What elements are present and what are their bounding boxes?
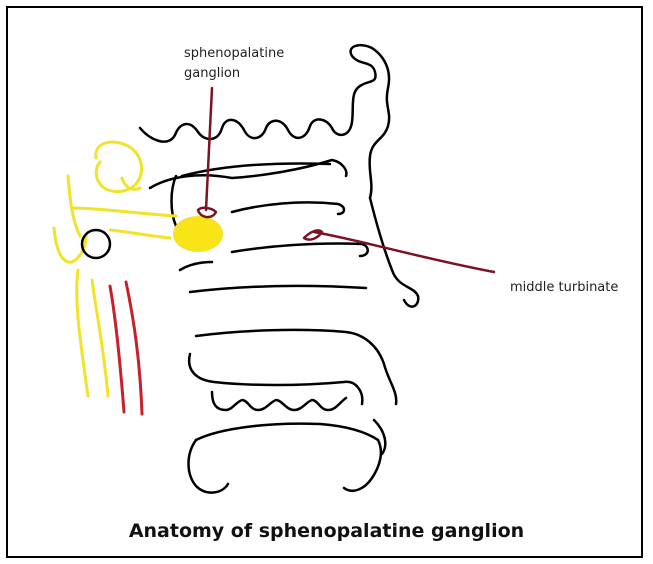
ganglion-label-line2: ganglion: [184, 64, 284, 84]
artery-1: [110, 286, 124, 412]
posterior-wall: [172, 176, 177, 226]
nerve-loop: [96, 142, 142, 192]
chin: [189, 440, 229, 493]
figure-caption: Anatomy of sphenopalatine ganglion: [0, 520, 653, 542]
superior-turbinate: [232, 202, 344, 214]
upper-lip: [196, 330, 396, 404]
inferior-turbinate: [190, 286, 366, 292]
teeth-row: [212, 392, 346, 410]
ganglion-label: sphenopalatine ganglion: [184, 44, 284, 84]
ganglion-pointer: [206, 88, 212, 210]
turbinate-pointer: [314, 232, 494, 272]
artery-2: [126, 282, 142, 414]
nerve-descending: [77, 270, 88, 396]
nasal-cavity-lower: [180, 262, 212, 270]
nasal-profile: [370, 198, 418, 307]
nerve-paths: [54, 142, 176, 396]
nerve-branch-upper: [72, 208, 176, 216]
ganglion-pointer-tip: [198, 208, 216, 217]
turbinate-pointer-tip: [304, 230, 322, 239]
lower-jaw-curve: [344, 440, 381, 491]
skull-outline: [140, 45, 418, 492]
sphenopalatine-ganglion: [174, 217, 222, 251]
maxillary-nerve: [68, 176, 80, 236]
upper-gum: [189, 354, 362, 404]
middle-turbinate-label: middle turbinate: [510, 278, 618, 298]
nerve-descending-2: [92, 280, 108, 396]
ganglion-label-line1: sphenopalatine: [184, 44, 284, 64]
nerve-connector: [110, 230, 170, 238]
artery-paths: [110, 282, 142, 414]
lower-lip: [196, 424, 378, 440]
middle-turbinate-outline: [232, 243, 368, 256]
